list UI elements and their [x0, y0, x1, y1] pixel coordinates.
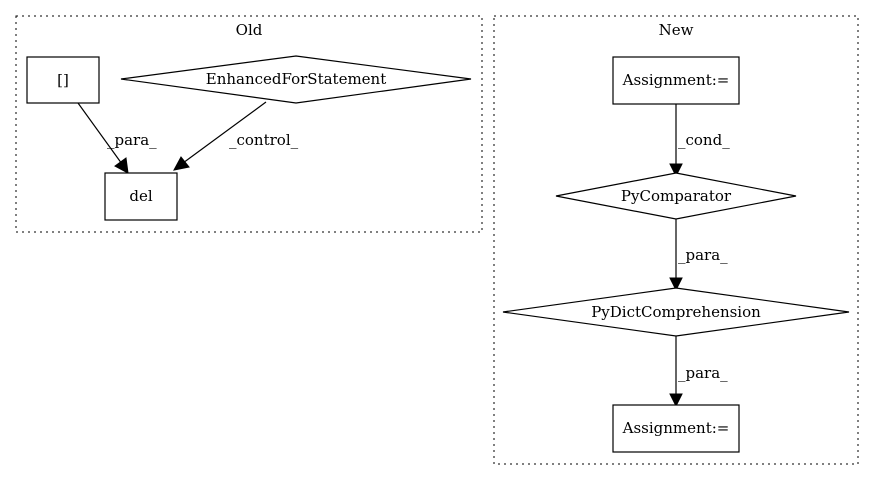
edge-assignment-to-pycomparator-label: _cond_: [678, 131, 730, 149]
node-pycomparator-diamond: [555, 172, 797, 220]
node-enhanced-for-statement[interactable]: EnhancedForStatement: [120, 55, 472, 104]
node-pydictcomprehension-diamond: [502, 287, 850, 337]
node-del-label: del: [129, 187, 152, 205]
node-brackets-box: [26, 56, 100, 104]
node-assignment-top[interactable]: Assignment:=: [612, 56, 740, 105]
node-pydictcomprehension-label: PyDictComprehension: [591, 303, 761, 321]
node-del[interactable]: del: [104, 172, 178, 221]
node-pycomparator[interactable]: PyComparator: [555, 172, 797, 220]
edge-brackets-to-del: _para_: [77, 102, 157, 174]
node-pydictcomprehension[interactable]: PyDictComprehension: [502, 287, 850, 337]
edge-pycomparator-to-pydict-label: _para_: [678, 246, 728, 264]
edge-enhanced-for-to-del-label: _control_: [229, 131, 299, 149]
node-enhanced-for-statement-label: EnhancedForStatement: [206, 70, 386, 88]
edge-brackets-to-del-line: [77, 102, 123, 165]
edge-brackets-to-del-arrowhead: [114, 157, 129, 174]
cluster-old: Old: [15, 15, 483, 233]
node-assignment-top-box: [612, 56, 740, 105]
node-assignment-bottom[interactable]: Assignment:=: [612, 404, 740, 453]
edge-assignment-to-pycomparator-arrowhead: [669, 163, 683, 178]
node-assignment-bottom-box: [612, 404, 740, 453]
node-del-box: [104, 172, 178, 221]
node-assignment-top-label: Assignment:=: [622, 71, 730, 89]
edge-pydict-to-assignment-label: _para_: [678, 364, 728, 382]
node-enhanced-for-statement-diamond: [120, 55, 472, 104]
edge-pycomparator-to-pydict: _para_: [669, 218, 728, 292]
edge-brackets-to-del-label: _para_: [107, 131, 157, 149]
edge-pycomparator-to-pydict-arrowhead: [669, 277, 683, 292]
cluster-old-title: Old: [236, 21, 263, 39]
node-pycomparator-label: PyComparator: [621, 187, 732, 205]
node-assignment-bottom-label: Assignment:=: [622, 419, 730, 437]
edge-pydict-to-assignment: _para_: [669, 336, 728, 408]
edge-enhanced-for-to-del-line: [182, 101, 267, 164]
cluster-new-border: [493, 15, 859, 465]
cluster-old-border: [15, 15, 483, 233]
node-brackets-label: []: [57, 71, 69, 89]
node-brackets[interactable]: []: [26, 56, 100, 104]
cluster-new-title: New: [659, 21, 694, 39]
edge-enhanced-for-to-del: _control_: [173, 101, 299, 171]
cluster-new: New: [493, 15, 859, 465]
edge-enhanced-for-to-del-arrowhead: [173, 156, 190, 171]
edge-assignment-to-pycomparator: _cond_: [669, 104, 730, 178]
edge-pydict-to-assignment-arrowhead: [669, 393, 683, 408]
